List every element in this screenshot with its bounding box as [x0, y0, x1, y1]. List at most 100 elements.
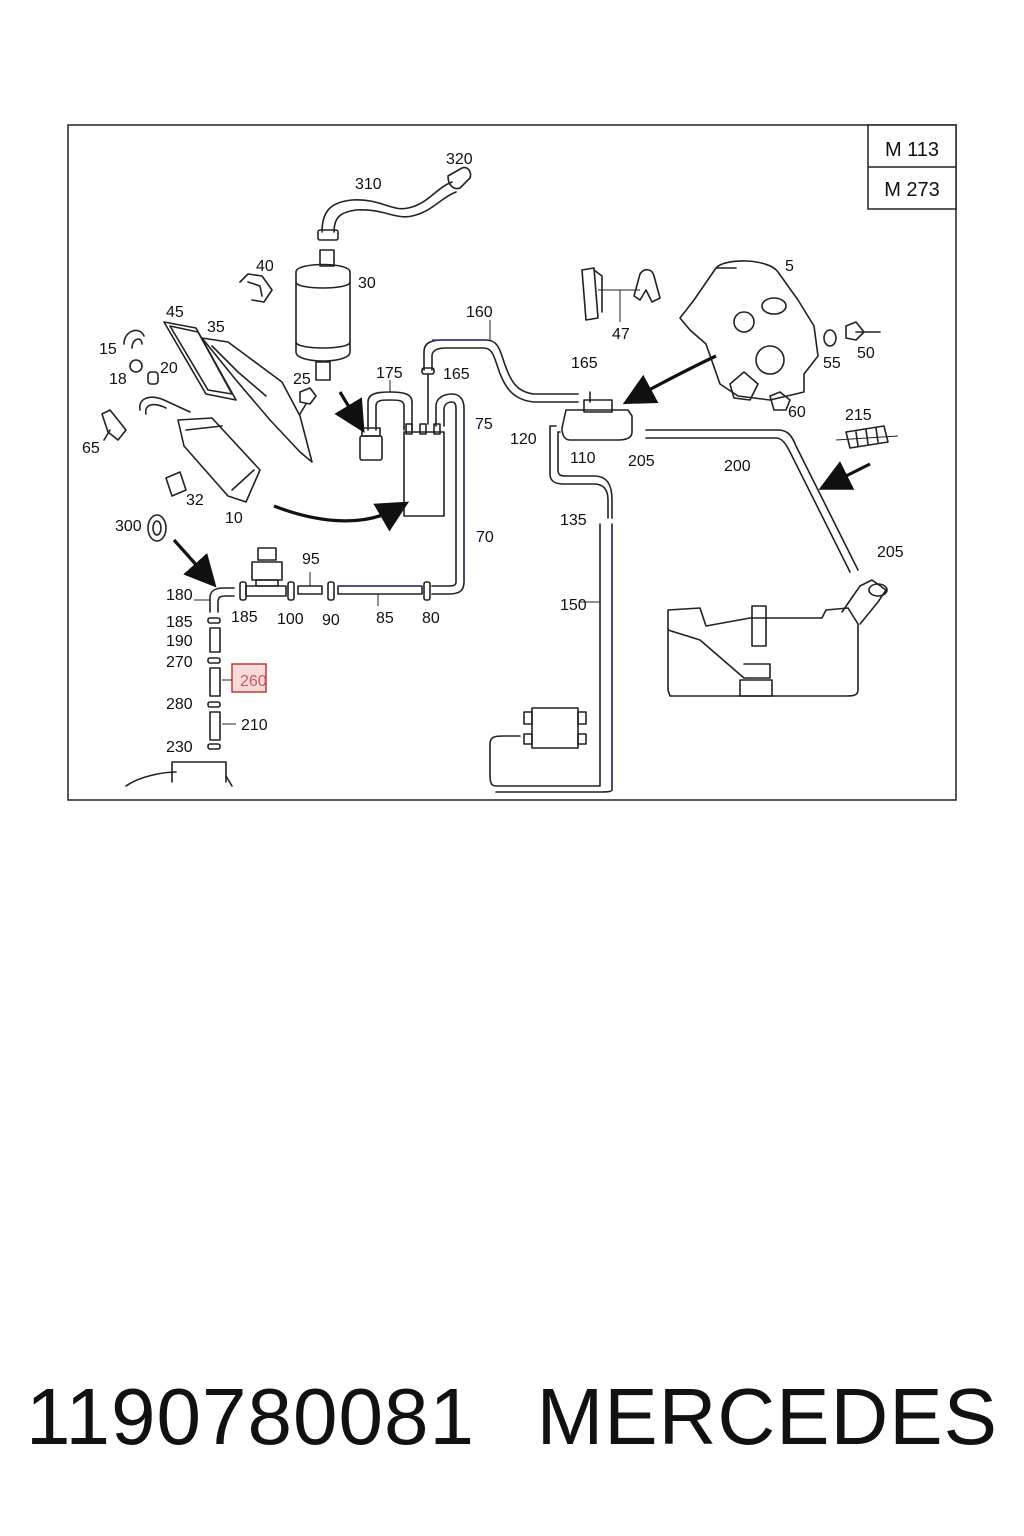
hose-85 [337, 585, 423, 595]
arrow-300 [172, 538, 217, 588]
cap-320 [447, 166, 472, 190]
label-270: 270 [166, 654, 193, 671]
label-5: 5 [785, 258, 794, 275]
hose-180 [209, 587, 235, 613]
filler-neck [841, 579, 888, 625]
arrow-215 [818, 461, 871, 490]
engine-tag-m273: M 273 [884, 179, 940, 201]
label-110: 110 [570, 450, 596, 467]
label-15: 15 [99, 341, 117, 358]
caption-bar: 1190780081 MERCEDES [0, 1362, 1024, 1472]
bracket-47 [581, 267, 661, 321]
washer-55 [823, 329, 837, 347]
bolt-25 [299, 387, 317, 415]
label-190: 190 [166, 633, 193, 650]
label-135: 135 [560, 512, 587, 529]
connector-95 [297, 585, 323, 595]
clip-40 [239, 273, 273, 303]
label-230: 230 [166, 739, 193, 756]
label-165-left: 165 [443, 366, 470, 383]
label-260[interactable]: 260 [240, 673, 267, 690]
tube-165-left [421, 367, 435, 425]
fuel-pump-10 [139, 396, 261, 503]
label-300: 300 [115, 518, 142, 535]
hose-75-70 [431, 393, 465, 595]
fitting-185-left [239, 581, 247, 601]
fitting-100 [287, 581, 295, 601]
filter-small [359, 427, 383, 461]
hose-110-150 [489, 425, 613, 793]
label-47: 47 [612, 326, 630, 343]
bolt-50 [845, 321, 881, 341]
fitting-80 [423, 581, 431, 601]
canister-right [561, 391, 633, 441]
fitting-65 [101, 409, 127, 441]
fuel-filter-30 [295, 249, 351, 381]
label-25: 25 [293, 371, 311, 388]
label-20: 20 [160, 360, 178, 377]
label-80: 80 [422, 610, 440, 627]
blue-lines [338, 339, 613, 786]
fitting-90 [327, 581, 335, 601]
label-320: 320 [446, 151, 473, 168]
parts-diagram: M 113 M 273 [67, 124, 957, 801]
hose-310 [317, 181, 457, 241]
engine-tag-box: M 113 M 273 [867, 124, 957, 210]
label-200: 200 [724, 458, 751, 475]
label-10: 10 [225, 510, 243, 527]
label-40: 40 [256, 258, 274, 275]
label-32: 32 [186, 492, 204, 509]
engine-tag-m113: M 113 [885, 139, 939, 161]
bracket-32 [165, 471, 187, 497]
label-65: 65 [82, 440, 100, 457]
label-185-top: 185 [231, 609, 258, 626]
label-180: 180 [166, 587, 193, 604]
label-95: 95 [302, 551, 320, 568]
hose-160 [423, 339, 579, 403]
label-100: 100 [277, 611, 304, 628]
connector-20 [147, 371, 159, 385]
label-90: 90 [322, 612, 340, 629]
label-30: 30 [358, 275, 376, 292]
base-230 [125, 761, 233, 787]
label-310: 310 [355, 176, 382, 193]
label-18: 18 [109, 371, 127, 388]
diagram-frame [67, 124, 957, 801]
label-210: 210 [241, 717, 268, 734]
part-labels: 5 10 15 18 20 25 30 32 35 40 45 47 50 55… [82, 151, 904, 756]
label-160: 160 [466, 304, 493, 321]
nut-60 [769, 391, 791, 411]
valve-block-lower [523, 707, 587, 749]
part-number: 1190780081 [26, 1372, 475, 1461]
label-205-canister: 205 [628, 453, 655, 470]
label-75: 75 [475, 416, 493, 433]
canister-center [403, 423, 445, 517]
arrow-filter-to-small [334, 391, 365, 433]
fuel-tank [667, 605, 859, 697]
label-85: 85 [376, 610, 394, 627]
highlight-box-260 [231, 663, 267, 693]
gasket-45 [163, 321, 237, 401]
housing-5 [679, 260, 819, 401]
label-60: 60 [788, 404, 806, 421]
label-280: 280 [166, 696, 193, 713]
vertical-chain [207, 617, 221, 750]
label-35: 35 [207, 319, 225, 336]
label-50: 50 [857, 345, 875, 362]
label-205-tank: 205 [877, 544, 904, 561]
label-55: 55 [823, 355, 841, 372]
hose-15 [123, 329, 145, 349]
bracket-plate-35 [201, 337, 313, 463]
clamp-300 [147, 514, 167, 542]
label-185-chain: 185 [166, 614, 193, 631]
label-150: 150 [560, 597, 587, 614]
brand-name: MERCEDES [536, 1372, 998, 1461]
hose-200 [645, 429, 859, 573]
label-120: 120 [510, 431, 537, 448]
clamp-18 [129, 359, 143, 373]
arrow-pump-to-canister [273, 501, 410, 532]
valve-95-assembly [245, 547, 287, 597]
arrow-housing [622, 354, 717, 405]
label-45: 45 [166, 304, 184, 321]
leader-lines [194, 289, 899, 725]
